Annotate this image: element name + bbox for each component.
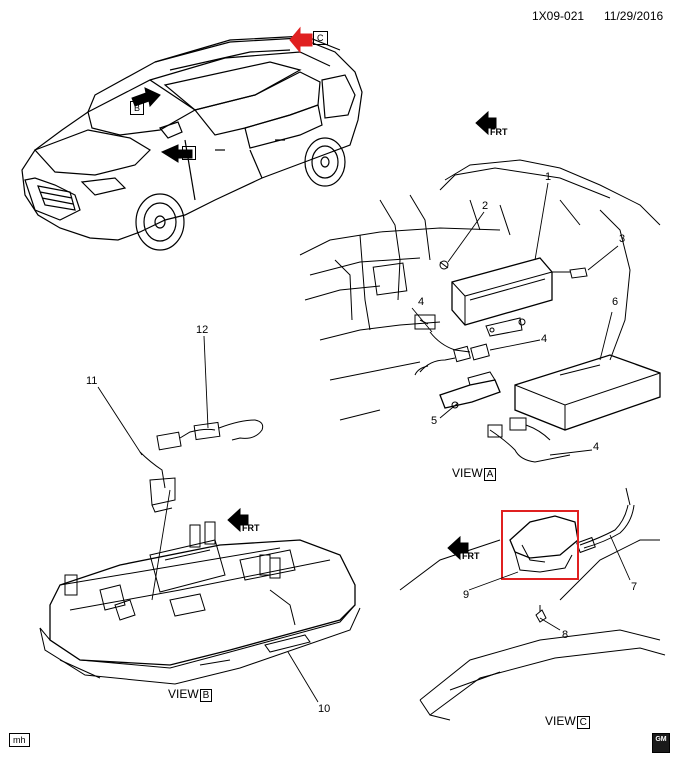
- frt-label-a: FRT: [490, 127, 508, 137]
- author-initials: mh: [9, 733, 30, 747]
- view-marker-a: A: [182, 146, 197, 160]
- view-marker-c: C: [313, 31, 328, 45]
- callout-7: 7: [631, 581, 638, 593]
- antenna-highlight-box: [501, 510, 579, 580]
- view-a-letter: A: [483, 468, 497, 481]
- forward-arrow-icons: [227, 110, 497, 561]
- callout-4-upper: 4: [418, 296, 425, 308]
- callout-11: 11: [86, 375, 98, 387]
- callout-3: 3: [619, 233, 626, 245]
- diagram-code: 1X09-021: [532, 9, 585, 23]
- leader-lines: [97, 182, 631, 703]
- callout-4-lower: 4: [593, 441, 600, 453]
- view-marker-arrows: [131, 26, 313, 163]
- view-a-illustration: [299, 159, 661, 463]
- vehicle-illustration: [21, 35, 363, 251]
- callout-10: 10: [318, 703, 331, 715]
- view-a-prefix: VIEW: [452, 466, 483, 480]
- callout-9: 9: [463, 589, 470, 601]
- view-c-letter: C: [576, 716, 590, 729]
- frt-label-b: FRT: [242, 523, 260, 533]
- frt-label-c: FRT: [462, 551, 480, 561]
- view-c-prefix: VIEW: [545, 714, 576, 728]
- callout-2: 2: [482, 200, 489, 212]
- diagram-date: 11/29/2016: [604, 9, 664, 23]
- gm-logo: GM: [652, 733, 670, 753]
- callout-12: 12: [196, 324, 209, 336]
- callout-4-middle: 4: [541, 333, 548, 345]
- view-b-letter: B: [199, 689, 213, 702]
- callout-6: 6: [612, 296, 619, 308]
- view-c-illustration: [399, 487, 666, 721]
- callout-1: 1: [545, 171, 552, 183]
- view-b-illustration: [39, 419, 361, 685]
- view-b-prefix: VIEW: [168, 687, 199, 701]
- callout-8: 8: [562, 629, 569, 641]
- callout-5: 5: [431, 415, 438, 427]
- view-marker-b: B: [130, 101, 145, 115]
